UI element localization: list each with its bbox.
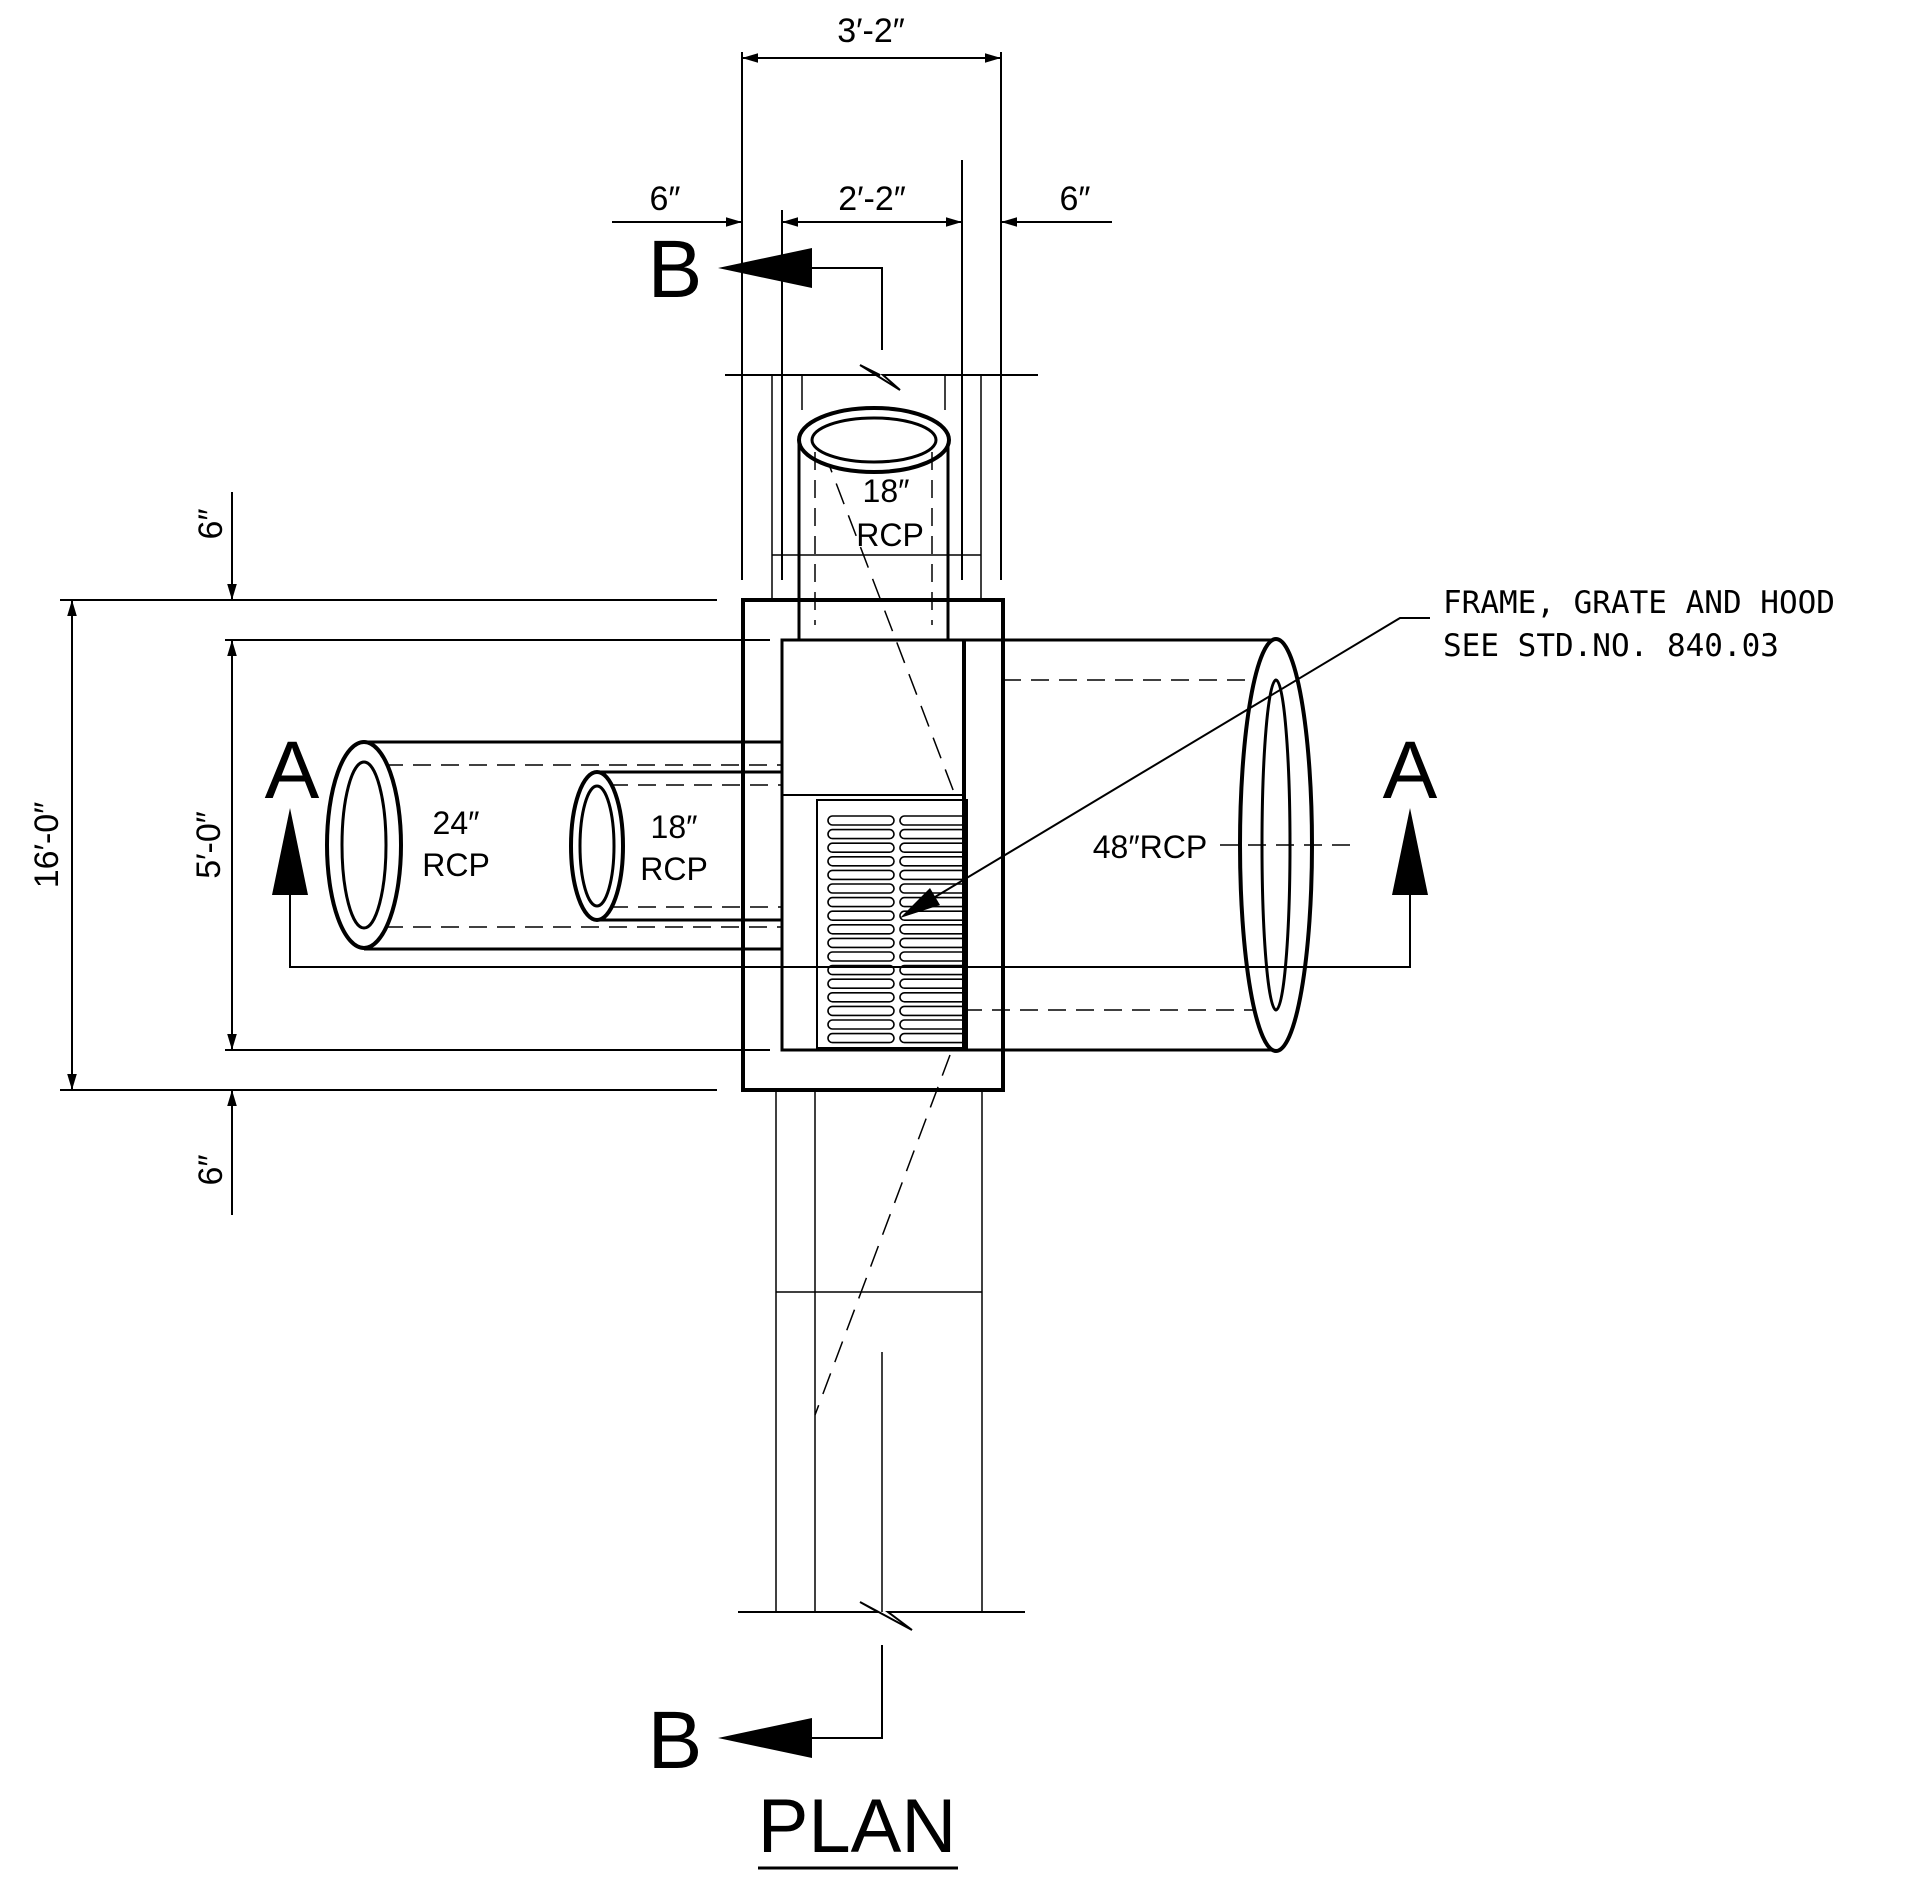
pipe-48-right — [964, 637, 1355, 1053]
dim-overall-width: 3′-2″ — [837, 12, 905, 50]
grate-slot — [899, 923, 967, 935]
grate-slot — [899, 1019, 967, 1030]
pipe-top-18-type: RCP — [856, 517, 924, 553]
section-marker-b-bottom: B — [648, 1695, 703, 1786]
note-leader — [900, 617, 1430, 918]
grate-slot — [827, 1005, 895, 1017]
grate-slot — [899, 869, 967, 881]
drawing-title: PLAN — [758, 1784, 958, 1870]
grate-slot — [827, 1032, 895, 1044]
grate-slot — [899, 828, 967, 840]
inlet-structure — [741, 598, 1005, 1092]
grate-slot — [827, 896, 895, 908]
pipe-18-top — [797, 406, 951, 640]
grate-slot — [827, 978, 895, 990]
grate-slot — [827, 923, 895, 935]
grate-slot — [827, 842, 895, 854]
grate-slot — [899, 910, 967, 922]
gutter-lines — [725, 364, 1038, 1631]
plan-title: PLAN — [758, 1784, 957, 1869]
grate-slot — [899, 1005, 967, 1017]
grate-slot — [827, 815, 895, 826]
pipe-left-18-size: 18″ — [651, 809, 698, 845]
grate-slot — [899, 855, 967, 867]
grate-slot — [827, 937, 895, 949]
section-marker-a-left: A — [265, 725, 320, 816]
grate-slot — [827, 991, 895, 1003]
grate-slot — [827, 951, 895, 962]
dimension-labels: 3′-2″ 6″ 2′-2″ 6″ 6″ 16′-0″ 5′-0″ 6″ — [28, 12, 1090, 1185]
section-marker-b-top: B — [648, 224, 703, 315]
dim-top-wall: 6″ — [192, 509, 230, 540]
grate-slot — [827, 855, 895, 867]
grate-slot — [827, 964, 895, 976]
pipe-24-left — [325, 740, 782, 951]
grate-slot — [827, 883, 895, 894]
section-markers: A A B B — [265, 224, 1438, 1786]
note-line-2: SEE STD.NO. 840.03 — [1443, 628, 1779, 664]
grate-slot — [827, 910, 895, 922]
section-cut-lines — [272, 248, 1428, 1758]
pipe-left-18-type: RCP — [640, 851, 708, 887]
pipe-labels: 18″ RCP 24″ RCP 18″ RCP 48″RCP — [422, 473, 1207, 887]
frame-grate-note: FRAME, GRATE AND HOOD SEE STD.NO. 840.03 — [1443, 585, 1835, 664]
pipe-left-24-size: 24″ — [433, 805, 480, 841]
dimension-lines — [60, 52, 1112, 1215]
grate-slot — [899, 1032, 967, 1044]
grate-slot — [899, 937, 967, 949]
grate — [816, 799, 968, 1049]
section-marker-a-right: A — [1383, 725, 1438, 816]
dim-right-wall: 6″ — [1060, 180, 1091, 218]
note-line-1: FRAME, GRATE AND HOOD — [1443, 585, 1835, 621]
grate-slot — [899, 964, 967, 976]
grate-slot — [899, 951, 967, 962]
dim-bottom-wall: 6″ — [192, 1155, 230, 1186]
dim-inner-width: 2′-2″ — [838, 180, 906, 218]
dim-inner-length: 5′-0″ — [190, 811, 228, 879]
pipe-right-48-label: 48″RCP — [1093, 829, 1207, 865]
pipe-18-left — [569, 770, 782, 922]
dim-overall-length: 16′-0″ — [28, 802, 66, 888]
grate-slot — [827, 1019, 895, 1030]
pipe-left-24-type: RCP — [422, 847, 490, 883]
grate-slot — [899, 978, 967, 990]
grate-slot — [899, 991, 967, 1003]
dim-left-wall: 6″ — [650, 180, 681, 218]
grate-slot — [827, 869, 895, 881]
grate-slot — [899, 815, 967, 826]
grate-slot — [899, 883, 967, 894]
grate-slot — [827, 828, 895, 840]
pipe-top-18-size: 18″ — [863, 473, 910, 509]
grate-slot — [899, 842, 967, 854]
